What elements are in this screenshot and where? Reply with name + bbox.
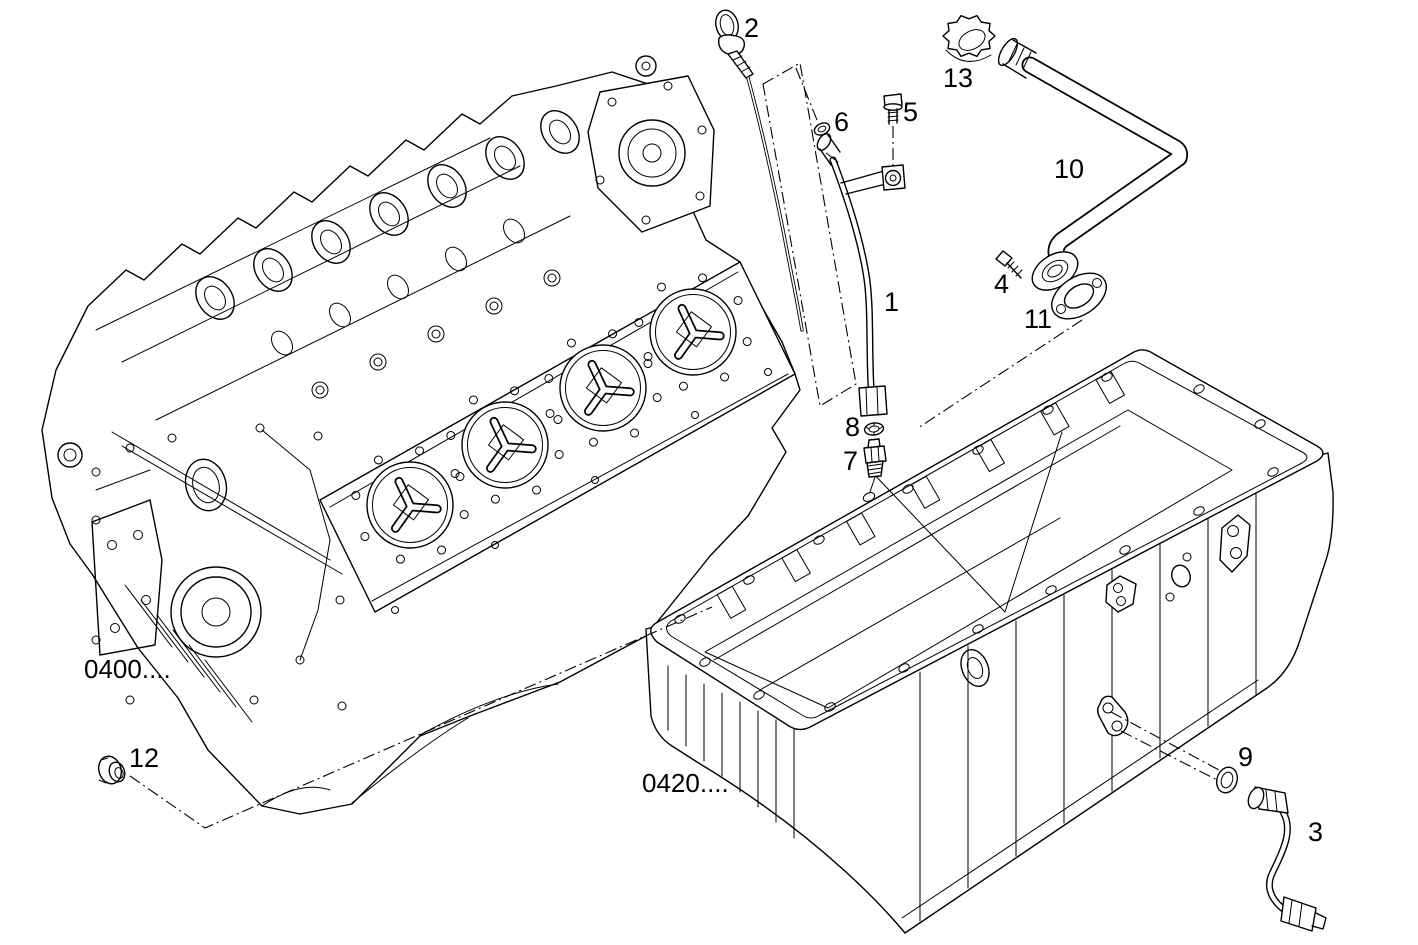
callout-3[interactable]: 3 <box>1308 817 1324 847</box>
leader-lines <box>129 62 1228 829</box>
front-face <box>57 423 559 807</box>
part-3-oil-level-sensor <box>1247 786 1327 932</box>
oil-sump-pan-drawing <box>645 349 1334 934</box>
part-9-washer <box>1215 766 1239 794</box>
oval-boss <box>960 649 990 687</box>
callout-1[interactable]: 1 <box>884 287 900 317</box>
callout-4[interactable]: 4 <box>994 269 1010 299</box>
callout-12[interactable]: 12 <box>129 743 160 773</box>
callout-8[interactable]: 8 <box>845 412 861 442</box>
tube-nut <box>858 385 888 417</box>
sensor-connector <box>1280 896 1317 932</box>
pan-bracket-boss-upper <box>1219 514 1251 573</box>
callout-6[interactable]: 6 <box>834 107 850 137</box>
part-7-fitting <box>863 438 887 478</box>
dipstick-zone-marker <box>762 62 857 407</box>
head-bolt-holes <box>351 273 772 614</box>
callout-7[interactable]: 7 <box>843 446 859 476</box>
part-12-plug <box>97 755 126 785</box>
rear-flange <box>587 55 715 233</box>
engine-block-drawing <box>41 55 801 815</box>
sensor-mount-boss <box>1097 695 1129 737</box>
callout-11[interactable]: 11 <box>1024 304 1053 334</box>
callout-5[interactable]: 5 <box>903 97 919 127</box>
part-1-dipstick-tube <box>816 133 906 417</box>
crankcase-ribs <box>124 584 253 723</box>
ref-code-oil-sump[interactable]: 0420.... <box>642 768 729 798</box>
pan-interior <box>704 409 1233 709</box>
ref-code-engine-block[interactable]: 0400.... <box>84 654 171 684</box>
cylinder-bores <box>366 288 737 549</box>
pan-wall-ribs <box>667 492 1257 922</box>
engine-valley-ports <box>195 110 580 399</box>
part-13-filler-cap <box>942 15 996 62</box>
part-10-filler-pipe <box>997 37 1189 291</box>
tube-bracket <box>840 170 887 195</box>
callout-2[interactable]: 2 <box>744 13 760 43</box>
part-11-gasket <box>1051 272 1107 320</box>
part-8-washer <box>863 422 885 436</box>
pan-bracket-boss-lower <box>1105 552 1192 613</box>
part-2-dipstick <box>715 9 804 332</box>
rim-bolt-holes <box>674 372 1279 712</box>
callout-13[interactable]: 13 <box>943 63 974 93</box>
callout-10[interactable]: 10 <box>1054 154 1085 184</box>
part-6-washer <box>813 122 831 136</box>
rim-bolt-bosses <box>716 370 1126 619</box>
callout-9[interactable]: 9 <box>1238 742 1254 772</box>
part-5-bolt <box>883 93 903 125</box>
front-bolt-holes <box>91 423 347 711</box>
part-4-bolt <box>995 250 1023 279</box>
